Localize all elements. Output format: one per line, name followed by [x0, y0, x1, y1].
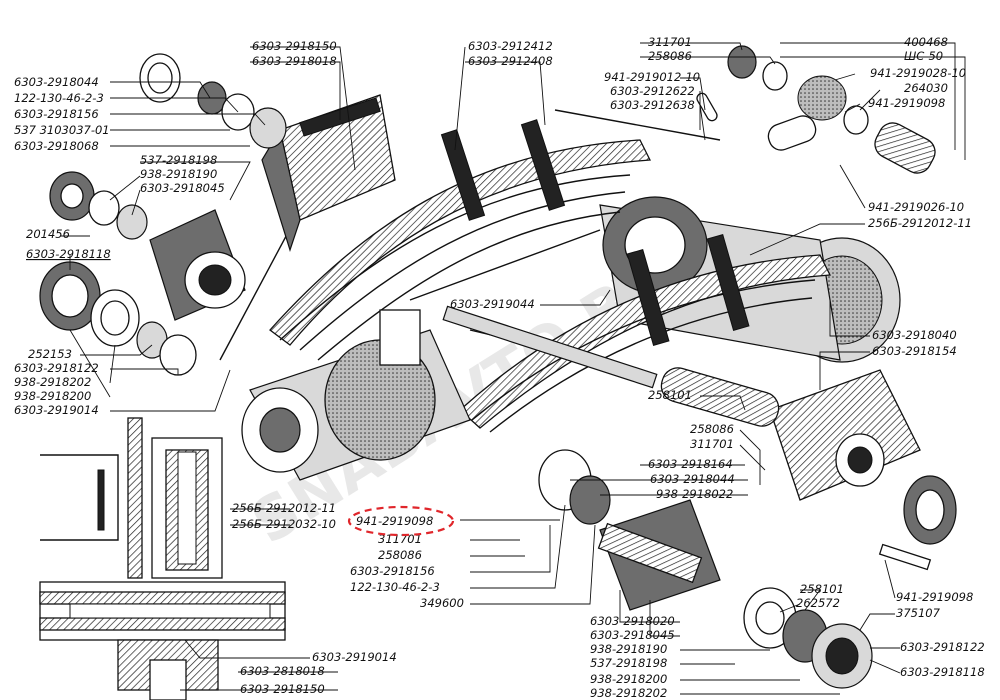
- callout-label: 258101: [800, 582, 844, 596]
- callout-label: 6303-2918164: [648, 457, 733, 471]
- callout-label: 256Б-2912012-11: [232, 501, 336, 515]
- callout-label: 262572: [796, 596, 840, 610]
- callout-label: 938-2918202: [14, 375, 91, 389]
- callout-label: 256Б-2912032-10: [232, 517, 336, 531]
- callout-label: 311701: [378, 532, 422, 546]
- callout-label: 6303-2918045: [140, 181, 225, 195]
- callout-label: 6303-2918044: [650, 472, 735, 486]
- callout-label: 6303-2918040: [872, 328, 957, 342]
- callout-label: 941-2919026-10: [868, 200, 964, 214]
- axle-shaft: [442, 305, 780, 427]
- callout-label: 6303-2912622: [610, 84, 695, 98]
- callout-label: 258101: [648, 388, 692, 402]
- callout-labels: 6303-2918150 6303-2918018 6303-2918044 1…: [14, 35, 985, 700]
- callout-label: 6303-2918122: [14, 361, 99, 375]
- callout-label: 256Б-2912012-11: [868, 216, 972, 230]
- callout-label: 400468: [904, 35, 948, 49]
- callout-label: 6303-2919014: [14, 403, 99, 417]
- leaf-spring-lower: [459, 233, 832, 433]
- callout-label: 252153: [28, 347, 72, 361]
- leaf-spring-upper: [269, 119, 652, 361]
- callout-label: 375107: [896, 606, 941, 620]
- callout-label: 6303-2912408: [468, 54, 553, 68]
- callout-label: 941-2919098: [868, 96, 945, 110]
- callout-label: 938-2918190: [140, 167, 217, 181]
- spring-bracket-right: [769, 369, 921, 501]
- callout-label: 6303-2918118: [26, 247, 111, 261]
- callout-label: 6303-2918045: [590, 628, 675, 642]
- callout-label: 537 3103037-01: [14, 123, 110, 137]
- callout-label: 264030: [904, 81, 948, 95]
- middle-axle-housing: [241, 309, 471, 481]
- callout-label: 938-2918190: [590, 642, 667, 656]
- callout-label: 941-2919028-10: [870, 66, 966, 80]
- highlight-marker: [347, 505, 455, 537]
- callout-label-highlighted: 941-2919098: [356, 514, 433, 528]
- callout-label: 6303-2918122: [900, 640, 985, 654]
- callout-label: 938-2918200: [14, 389, 91, 403]
- exploded-rings-left-bottom: [39, 261, 197, 376]
- callout-label: 6303-2919044: [450, 297, 535, 311]
- exploded-parts-lower: [538, 449, 957, 689]
- callout-label: 537-2918198: [140, 153, 217, 167]
- callout-label: 537-2918198: [590, 656, 667, 670]
- leader-lines: [60, 42, 966, 695]
- callout-label: 941-2919098: [896, 590, 973, 604]
- suspension-illustration: [39, 45, 957, 700]
- exploded-rings-left-mid: [49, 171, 148, 240]
- callout-label: 122-130-46-2-3: [14, 91, 104, 105]
- callout-label: 6303-2918154: [872, 344, 957, 358]
- callout-label: 6303-2918018: [252, 54, 337, 68]
- exploded-parts-upper-right: [696, 45, 936, 174]
- callout-label: ШС-50: [904, 49, 943, 63]
- callout-label: 6303-2918156: [350, 564, 435, 578]
- callout-label: 258086: [648, 49, 692, 63]
- sectional-detail: [39, 417, 286, 700]
- callout-label: 258086: [378, 548, 422, 562]
- callout-label: 311701: [648, 35, 692, 49]
- callout-label: 6303-2918150: [240, 682, 325, 696]
- callout-label: 6303-2912412: [468, 39, 553, 53]
- exploded-rings-left-top: [139, 53, 287, 149]
- callout-label: 258086: [690, 422, 734, 436]
- callout-label: 6303-2918068: [14, 139, 99, 153]
- callout-label: 6303-2918020: [590, 614, 675, 628]
- callout-label: 938-2918200: [590, 672, 667, 686]
- callout-label: 349600: [420, 596, 464, 610]
- callout-label: 941-2919012-10: [604, 70, 700, 84]
- callout-label: 201456: [26, 227, 70, 241]
- callout-label: 938-2918022: [656, 487, 733, 501]
- callout-label: 6303-2818018: [240, 664, 325, 678]
- callout-label: 311701: [690, 437, 734, 451]
- trunnion-hub-left: [149, 209, 246, 321]
- callout-label: 6303-2918156: [14, 107, 99, 121]
- callout-label: 6303-2912638: [610, 98, 695, 112]
- callout-label: 938-2918202: [590, 686, 667, 700]
- callout-label: 6303-2918150: [252, 39, 337, 53]
- callout-label: 122-130-46-2-3: [350, 580, 440, 594]
- callout-label: 6303-2918044: [14, 75, 99, 89]
- callout-label: 6303-2919014: [312, 650, 397, 664]
- callout-label: 6303-2918118: [900, 665, 985, 679]
